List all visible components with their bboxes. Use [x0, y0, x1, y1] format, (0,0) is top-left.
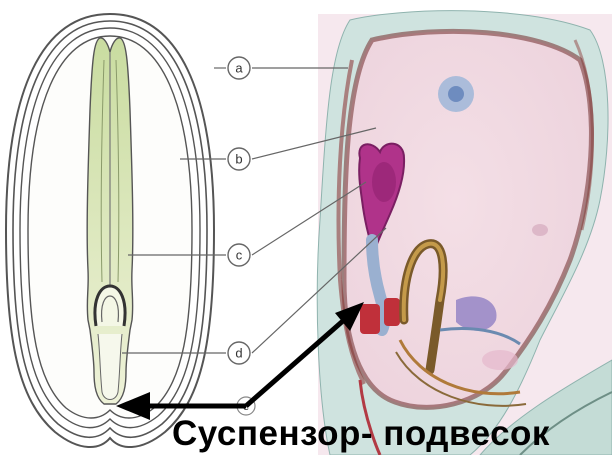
callout-a: a [228, 57, 250, 79]
callout-d-letter: d [235, 346, 242, 361]
shoot-apex [95, 286, 125, 326]
caption: Суспензор- подвесок [172, 414, 550, 454]
callout-d: d [228, 342, 250, 364]
embryo-micrograph [317, 11, 612, 455]
callout-b: b [228, 148, 250, 170]
callout-a-letter: a [235, 61, 243, 76]
callout-labels: a b c d e [228, 57, 255, 415]
hypocotyl-radicle [98, 334, 122, 400]
callout-c-letter: c [236, 248, 243, 263]
callout-b-letter: b [235, 152, 242, 167]
callout-c: c [228, 244, 250, 266]
seed-diagram [6, 14, 214, 447]
